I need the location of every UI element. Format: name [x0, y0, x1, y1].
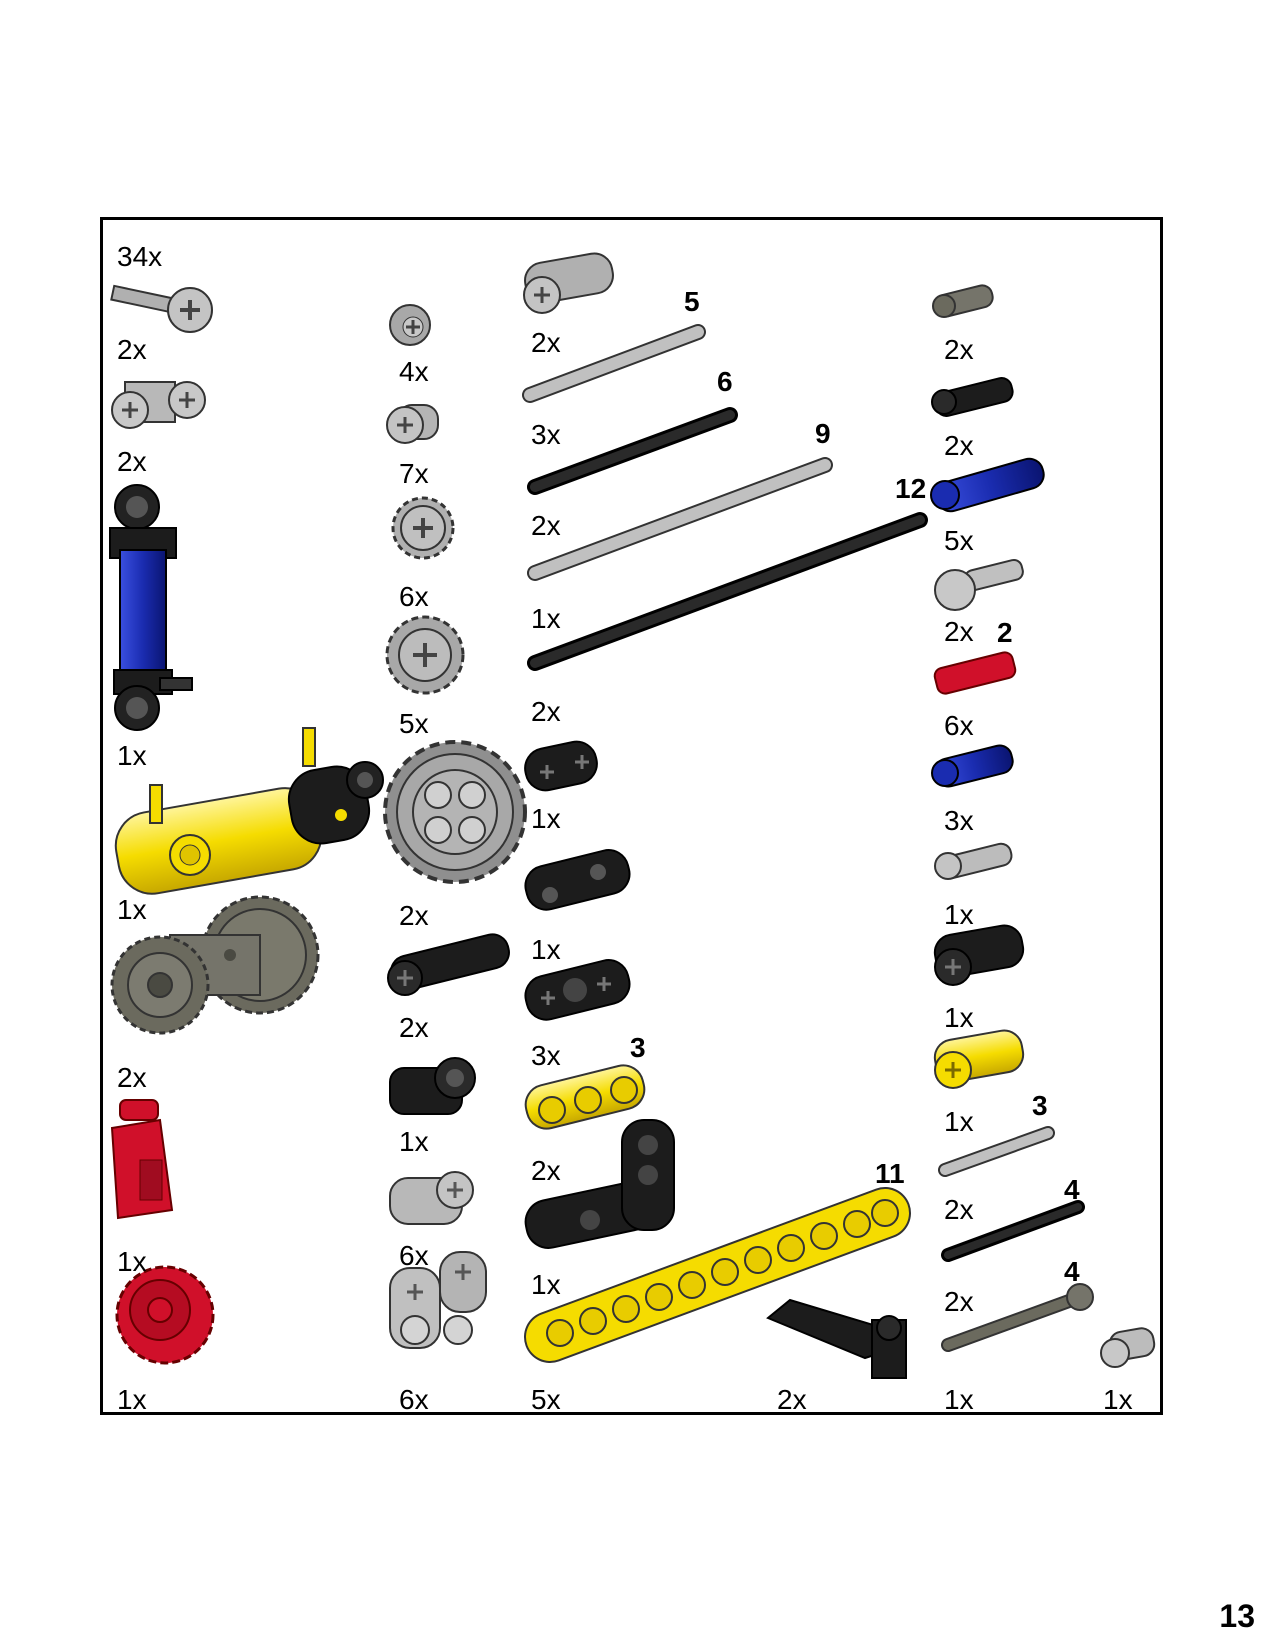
axle-4-black-icon: [941, 1200, 1085, 1262]
part-quantity: 7x: [399, 458, 429, 489]
part-length: 3: [1032, 1090, 1048, 1121]
part-quantity: 1x: [531, 803, 561, 834]
page-number: 13: [1219, 1598, 1255, 1634]
part-quantity: 2x: [399, 900, 429, 931]
pin-with-friction-dark-gray-icon: [932, 284, 994, 318]
part-length: 11: [875, 1158, 905, 1189]
double-pin-joiner-icon: [389, 1251, 487, 1349]
part-quantity: 2x: [531, 1155, 561, 1186]
beam-2-icon: [524, 740, 598, 792]
cross-perpendicular-connector-icon: [389, 1057, 476, 1115]
pin-long-black-icon: [931, 377, 1014, 417]
ball-joint-icon: [934, 558, 1024, 611]
part-quantity: 3x: [944, 805, 974, 836]
part-quantity: 2x: [399, 1012, 429, 1043]
part-quantity: 1x: [117, 1384, 147, 1415]
axle-2-red-icon: [933, 651, 1017, 695]
pin-joiner-icon: [389, 1171, 474, 1225]
pin-short-gray-icon: [1100, 1327, 1156, 1368]
part-quantity: 1x: [117, 1246, 147, 1277]
gear-12-tooth-bevel-icon: [385, 615, 465, 695]
beam-11-yellow-icon: [524, 1187, 911, 1363]
axle-9-icon: [527, 457, 833, 581]
bent-lift-arm-icon: [766, 1298, 907, 1379]
part-length: 4: [1064, 1256, 1080, 1287]
part-quantity: 2x: [944, 616, 974, 647]
l-beam-icon: [524, 1119, 675, 1249]
part-quantity: 1x: [944, 1002, 974, 1033]
bush-icon: [389, 304, 431, 346]
part-quantity: 2x: [944, 1286, 974, 1317]
part-quantity: 1x: [531, 934, 561, 965]
part-length: 2: [997, 617, 1013, 648]
part-quantity: 6x: [399, 581, 429, 612]
part-quantity: 5x: [944, 525, 974, 556]
part-quantity: 2x: [777, 1384, 807, 1415]
part-quantity: 1x: [944, 1106, 974, 1137]
pin-gray-icon: [934, 842, 1013, 880]
part-quantity: 1x: [944, 899, 974, 930]
part-quantity: 2x: [117, 334, 147, 365]
gear-8-tooth-icon: [391, 496, 455, 560]
part-quantity: 3x: [531, 419, 561, 450]
half-bush-icon: [386, 404, 439, 444]
part-quantity: 2x: [531, 327, 561, 358]
axle-3-gray-icon: [938, 1126, 1055, 1177]
axle-joiner-yellow-icon: [933, 1029, 1025, 1089]
part-quantity: 2x: [944, 1194, 974, 1225]
part-quantity: 34x: [117, 241, 163, 272]
part-quantity: 1x: [531, 1269, 561, 1300]
pneumatic-switch-icon: [110, 1099, 174, 1220]
part-quantity: 3x: [531, 1040, 561, 1071]
part-length: 5: [684, 286, 700, 317]
part-length: 9: [815, 418, 831, 449]
part-quantity: 4x: [399, 356, 429, 387]
part-quantity: 6x: [944, 710, 974, 741]
cross-block-icon: [111, 381, 206, 429]
beam-3-yellow-icon: [524, 1064, 646, 1130]
parts-list-frame: [100, 217, 1163, 1415]
shock-absorber-icon: [109, 484, 193, 731]
axle-connector-icon: [110, 284, 213, 333]
part-quantity: 1x: [117, 740, 147, 771]
part-quantity: 2x: [117, 446, 147, 477]
axle-4-with-stop-icon: [941, 1283, 1094, 1352]
pin-long-blue-icon: [930, 457, 1045, 513]
axle-pin-connector-icon: [387, 933, 510, 996]
part-quantity: 5x: [531, 1384, 561, 1415]
part-length: 4: [1064, 1174, 1080, 1205]
axle-joiner-black-icon: [933, 924, 1025, 986]
part-quantity: 6x: [399, 1240, 429, 1271]
part-quantity: 2x: [531, 696, 561, 727]
beam-3-black-icon: [524, 959, 631, 1021]
pneumatic-cylinder-icon: [114, 727, 384, 895]
differential-gear-icon: [110, 895, 320, 1035]
hub-icon: [115, 1265, 215, 1365]
axle-5-icon: [522, 324, 706, 403]
part-quantity: 1x: [944, 1384, 974, 1415]
part-quantity: 2x: [944, 430, 974, 461]
part-length: 6: [717, 366, 733, 397]
part-quantity: 2x: [117, 1062, 147, 1093]
axle-joiner-icon: [523, 252, 614, 314]
axle-6-icon: [527, 407, 738, 495]
axle-12-icon: [527, 512, 928, 671]
part-quantity: 1x: [531, 603, 561, 634]
part-quantity: 1x: [399, 1126, 429, 1157]
pin-blue-icon: [931, 744, 1014, 788]
part-length: 3: [630, 1032, 646, 1063]
part-quantity: 1x: [117, 894, 147, 925]
part-quantity: 2x: [531, 510, 561, 541]
part-quantity: 5x: [399, 708, 429, 739]
part-length: 12: [895, 473, 927, 504]
angled-connector-icon: [524, 849, 631, 911]
gear-24-tooth-icon: [383, 740, 527, 884]
part-quantity: 6x: [399, 1384, 429, 1415]
part-quantity: 1x: [1103, 1384, 1133, 1415]
part-quantity: 2x: [944, 334, 974, 365]
